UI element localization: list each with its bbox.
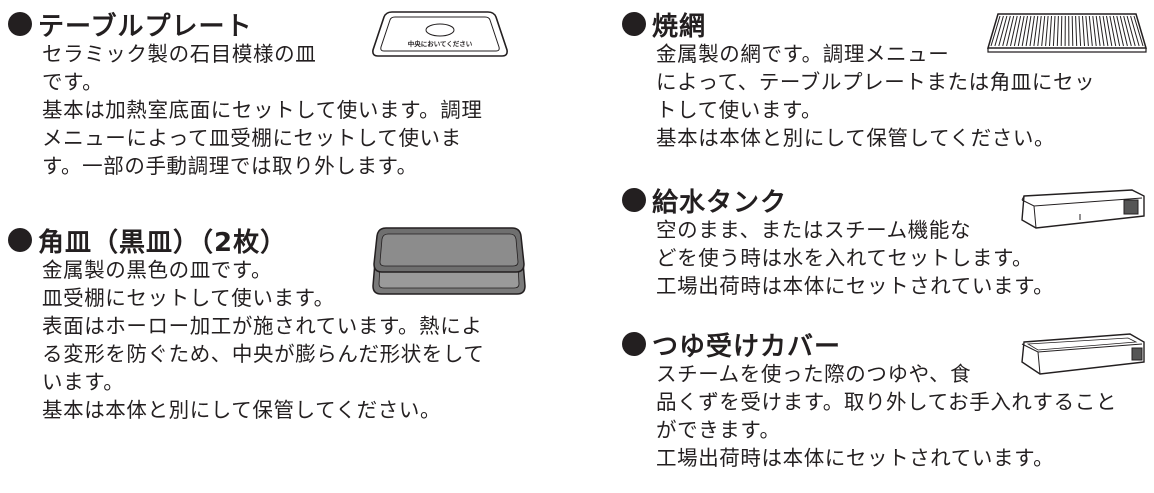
- rack-bar: [1130, 15, 1140, 47]
- rack-bar: [1078, 15, 1082, 47]
- rack-bar: [1106, 15, 1113, 47]
- text-line: スチームを使った際のつゆや、食: [656, 362, 972, 386]
- square-tray-title-text: 角皿（黒皿）（2枚）: [38, 227, 288, 258]
- rack-bar: [1052, 15, 1056, 47]
- text-line: メニューによって皿受棚にセットして使いま: [42, 126, 462, 150]
- bullet-icon: [8, 228, 32, 252]
- rack-bar: [1116, 15, 1124, 47]
- text-line: どを使う時は水を入れてセットします。: [656, 246, 1034, 270]
- square-tray-illustration: [368, 224, 530, 300]
- text-line: 工場出荷時は本体にセットされています。: [656, 446, 1055, 470]
- bullet-icon: [622, 188, 646, 212]
- text-line: 基本は本体と別にして保管してください。: [656, 126, 1056, 150]
- rack-bar: [990, 15, 1001, 47]
- rack-bar: [1037, 15, 1042, 47]
- drip-cover-section: つゆ受けカバー スチームを使った際のつゆや、食 品くずを受けます。取り外してお手…: [622, 328, 1117, 472]
- rack-bar: [1099, 15, 1105, 47]
- rack-bar: [1071, 15, 1074, 47]
- rack-bar: [1045, 15, 1049, 47]
- plate-center-label: 中央においてください: [408, 39, 473, 48]
- rack-bar: [1010, 15, 1018, 47]
- drip-cover-description: スチームを使った際のつゆや、食 品くずを受けます。取り外してお手入れすること が…: [656, 360, 1117, 472]
- text-line: トして使います。: [656, 98, 823, 122]
- text-line: 金属製の網です。調理メニュー: [656, 42, 950, 66]
- rack-bar: [1041, 15, 1046, 47]
- drip-cover-illustration: [1016, 330, 1148, 378]
- text-line: です。: [42, 70, 104, 94]
- table-plate-title: テーブルプレート: [8, 8, 482, 42]
- grill-rack-title-text: 焼網: [652, 11, 707, 42]
- text-line: 工場出荷時は本体にセットされています。: [656, 274, 1055, 298]
- text-line: る変形を防ぐため、中央が膨らんだ形状をして: [42, 342, 485, 366]
- rack-bar: [1123, 15, 1132, 47]
- water-tank-illustration: [1014, 186, 1148, 232]
- rack-bar: [1029, 15, 1035, 47]
- water-tank-title-text: 給水タンク: [652, 187, 788, 218]
- text-line: 基本は加熱室底面にセットして使います。調理: [42, 98, 483, 122]
- table-plate-illustration: 中央においてください: [370, 8, 510, 60]
- rack-bar: [1006, 15, 1015, 47]
- rack-bar: [1092, 15, 1097, 47]
- rack-bar: [1088, 15, 1093, 47]
- water-tank-description: 空のまま、またはスチーム機能な どを使う時は水を入れてセットします。 工場出荷時…: [656, 216, 1054, 300]
- rack-bar: [1013, 15, 1022, 47]
- rack-bar: [1075, 15, 1078, 47]
- text-line: す。一部の手動調理では取り外します。: [42, 154, 418, 178]
- rack-bar: [1002, 15, 1011, 47]
- grill-rack-illustration: [984, 10, 1150, 54]
- bullet-icon: [622, 332, 646, 356]
- drip-cover-title-text: つゆ受けカバー: [652, 331, 842, 362]
- rack-bar: [1126, 15, 1136, 47]
- bullet-icon: [622, 12, 646, 36]
- text-line: 表面はホーロー加工が施されています。熱によ: [42, 314, 483, 338]
- table-plate-description: セラミック製の石目模様の皿 です。 基本は加熱室底面にセットして使います。調理 …: [42, 40, 482, 180]
- bullet-icon: [8, 12, 32, 36]
- rack-bar: [1056, 15, 1059, 47]
- grill-rack-title: 焼網: [622, 8, 1095, 42]
- text-line: 金属製の黒色の皿です。: [42, 258, 273, 282]
- rack-bar: [1033, 15, 1039, 47]
- rack-bar: [1112, 15, 1121, 47]
- text-line: ができます。: [656, 418, 781, 442]
- rack-bar: [1017, 15, 1025, 47]
- grill-rack-description: 金属製の網です。調理メニュー によって、テーブルプレートまたは角皿にセッ トして…: [656, 40, 1095, 152]
- water-tank-title: 給水タンク: [622, 184, 1054, 218]
- text-line: 品くずを受けます。取り外してお手入れすること: [656, 390, 1117, 414]
- rack-bar: [1119, 15, 1128, 47]
- text-line: セラミック製の石目模様の皿: [42, 42, 317, 66]
- rack-bar: [1109, 15, 1117, 47]
- grill-rack-section: 焼網 金属製の網です。調理メニュー によって、テーブルプレートまたは角皿にセッ …: [622, 8, 1095, 152]
- rack-bar: [1025, 15, 1032, 47]
- rack-bar: [1021, 15, 1028, 47]
- rack-bar: [1049, 15, 1052, 47]
- table-plate-section: テーブルプレート セラミック製の石目模様の皿 です。 基本は加熱室底面にセットし…: [8, 8, 482, 180]
- water-tank-section: 給水タンク 空のまま、またはスチーム機能な どを使う時は水を入れてセットします。…: [622, 184, 1054, 300]
- text-line: 空のまま、またはスチーム機能な: [656, 218, 972, 242]
- square-tray-description: 金属製の黒色の皿です。 皿受棚にセットして使います。 表面はホーロー加工が施され…: [42, 256, 484, 424]
- rack-bar: [998, 15, 1008, 47]
- square-tray-title: 角皿（黒皿）（2枚）: [8, 224, 484, 258]
- rack-bar: [1102, 15, 1109, 47]
- rack-bar: [994, 15, 1004, 47]
- rack-bar: [1133, 15, 1144, 47]
- text-line: 皿受棚にセットして使います。: [42, 286, 335, 310]
- square-tray-section: 角皿（黒皿）（2枚） 金属製の黒色の皿です。 皿受棚にセットして使います。 表面…: [8, 224, 484, 424]
- rack-bar: [1095, 15, 1101, 47]
- text-line: によって、テーブルプレートまたは角皿にセッ: [656, 70, 1096, 94]
- rack-bar: [1060, 15, 1063, 47]
- table-plate-title-text: テーブルプレート: [38, 11, 253, 42]
- rack-bar: [1082, 15, 1085, 47]
- rack-bar: [1085, 15, 1089, 47]
- text-line: 基本は本体と別にして保管してください。: [42, 398, 442, 422]
- drip-cover-title: つゆ受けカバー: [622, 328, 1117, 362]
- text-line: います。: [42, 370, 125, 394]
